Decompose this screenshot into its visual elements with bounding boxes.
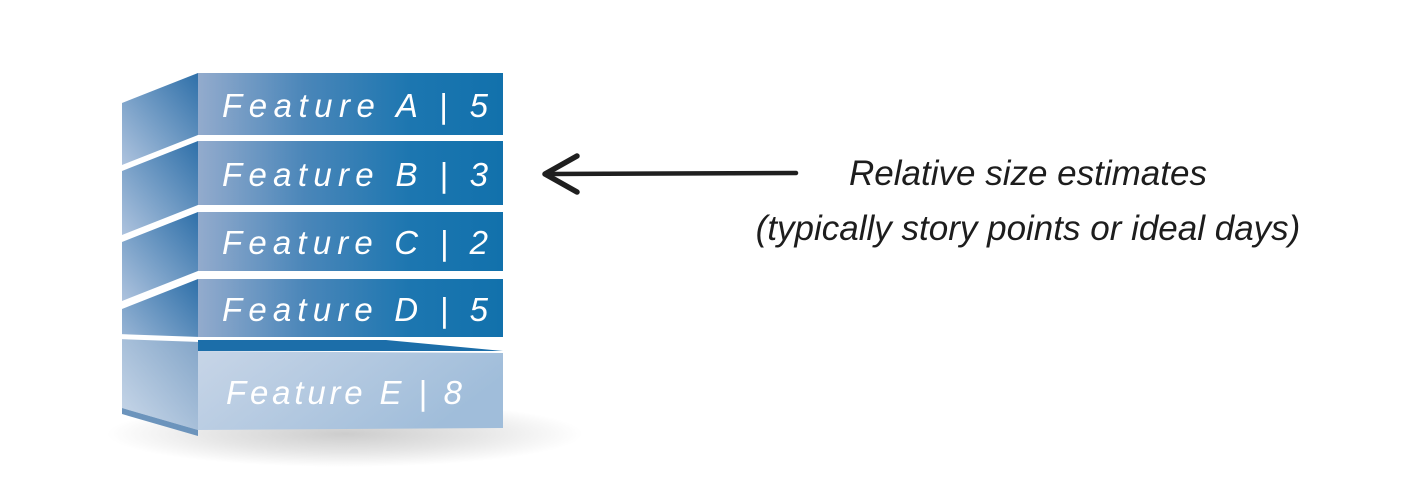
bar-front-face — [198, 212, 503, 271]
bar-label: Feature D | 5 — [222, 291, 489, 328]
bar-label: Feature C | 2 — [222, 224, 488, 261]
bar-label: Feature E | 8 — [226, 374, 463, 411]
arrow-left-icon — [542, 153, 799, 195]
arrow-head — [542, 153, 580, 195]
bar-label: Feature B | 3 — [222, 156, 489, 193]
bar-front-face — [198, 141, 503, 205]
stack-bar-feature-e: Feature E | 8 — [117, 334, 503, 436]
annotation-line-1: Relative size estimates — [849, 154, 1207, 193]
bar-side-face — [122, 212, 198, 301]
bar-side-face — [122, 141, 198, 235]
arrow-shaft — [545, 170, 799, 177]
stack-bar-feature-a: Feature A | 5 — [122, 73, 503, 165]
bar-front-face — [198, 351, 503, 430]
bar-side-face — [122, 338, 198, 430]
bar-side-face — [122, 73, 198, 165]
bar-bottom-edge-face — [122, 408, 198, 436]
annotation: Relative size estimates (typically story… — [728, 146, 1328, 256]
stack-bar-feature-b: Feature B | 3 — [122, 141, 503, 235]
bar-front-face — [198, 73, 503, 135]
bar-front-face — [198, 279, 503, 337]
annotation-line-2: (typically story points or ideal days) — [755, 209, 1301, 248]
stack-bar-feature-c: Feature C | 2 — [122, 212, 503, 301]
bar-separator-sliver — [117, 334, 201, 342]
bar-top-face — [198, 340, 503, 351]
